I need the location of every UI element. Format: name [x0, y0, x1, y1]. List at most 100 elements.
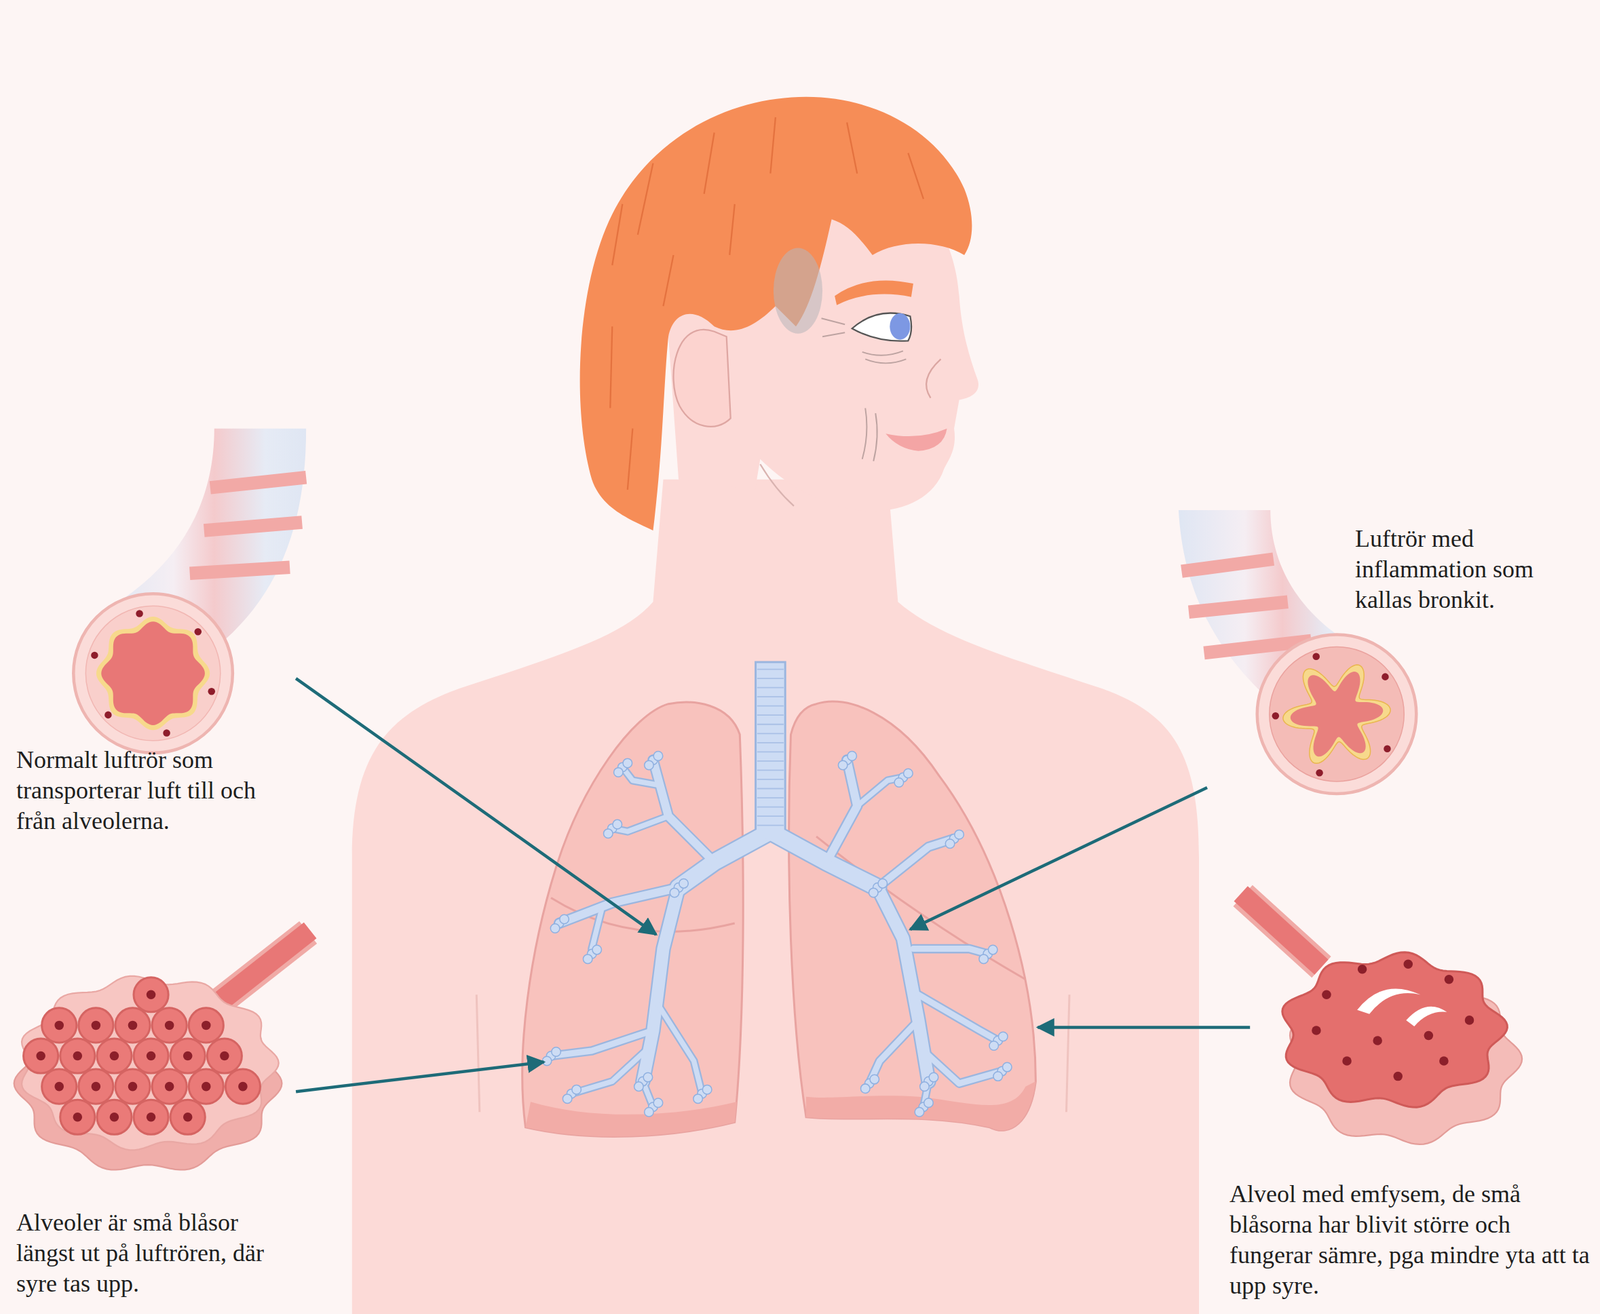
- cell-nucleus: [1444, 975, 1455, 985]
- alveolus-cell: [42, 1069, 77, 1104]
- cell-nucleus: [109, 1112, 120, 1123]
- alveolar-sac: [920, 1082, 930, 1092]
- highlight-crescent: [1405, 1006, 1447, 1027]
- emphysema-alveolus: [1241, 893, 1522, 1145]
- vessel-dot: [1383, 745, 1392, 753]
- alveolus-cell: [188, 1069, 224, 1104]
- mucosa-lining: [1283, 664, 1391, 764]
- iris: [889, 313, 910, 340]
- alveolar-sac: [679, 879, 689, 889]
- cell-nucleus: [73, 1112, 83, 1123]
- alveolar-sac: [693, 1094, 703, 1104]
- wrinkle-line: [862, 408, 868, 460]
- cell-nucleus: [73, 1051, 83, 1062]
- cell-nucleus: [128, 1021, 138, 1031]
- bronchus: [918, 994, 998, 1041]
- callout-text: Alveoler är små blåsor längst ut på luft…: [16, 1207, 302, 1300]
- leader-arrows: [295, 678, 1250, 1092]
- alveolar-sac: [979, 954, 989, 965]
- hair-strand: [770, 117, 776, 174]
- trachea-ring: [757, 825, 784, 827]
- bronchus: [869, 1020, 919, 1084]
- cell-nucleus: [1403, 959, 1414, 969]
- alveolus-cell: [170, 1038, 205, 1074]
- trachea-ring: [757, 778, 784, 781]
- bronchus: [652, 759, 714, 862]
- alveolar-sac: [989, 1041, 999, 1052]
- vessel-dot: [208, 688, 216, 696]
- cell-nucleus: [1311, 1025, 1322, 1036]
- alveolar-sac: [954, 829, 965, 840]
- hair-strand: [612, 204, 623, 266]
- bronchus: [856, 777, 904, 807]
- highlight-crescent: [1357, 988, 1421, 1014]
- alveolus-cell: [151, 1008, 187, 1043]
- alveolar-sac: [903, 768, 914, 779]
- alveolus-cell: [133, 1099, 169, 1135]
- cell-nucleus: [201, 1021, 212, 1031]
- cell-nucleus: [128, 1082, 138, 1092]
- alveolus-cell: [97, 1099, 132, 1135]
- lung-lobe-shade: [525, 1101, 737, 1137]
- hair-strand: [704, 132, 715, 195]
- hair-strand: [637, 163, 654, 235]
- wrinkle-line: [821, 318, 846, 325]
- alveolar-sac: [914, 1107, 925, 1117]
- jaw-line: [759, 464, 794, 507]
- bronchus-outline: [559, 887, 679, 924]
- bronchus-outline: [877, 838, 955, 888]
- alveolar-sac: [644, 760, 655, 771]
- trachea-ring: [757, 677, 784, 680]
- alveolar-sac: [559, 914, 570, 925]
- cartilage-band: [1188, 601, 1288, 613]
- trachea-ring: [757, 724, 784, 726]
- swollen-wall: [1269, 646, 1405, 782]
- bronchus: [877, 838, 955, 888]
- trachea-ring: [757, 770, 784, 772]
- bronchus-outline: [869, 1020, 919, 1084]
- bronchus-outline: [652, 759, 714, 862]
- callout-label-box: Normalt luftrör som transporterar luft t…: [16, 745, 288, 837]
- alveolus-cell: [133, 977, 169, 1013]
- vessel-dot: [1272, 712, 1280, 720]
- alveolar-sac: [945, 839, 955, 849]
- bronchus-outline: [918, 994, 998, 1041]
- trachea-ring: [757, 751, 784, 753]
- alveolus-cell: [170, 1099, 205, 1135]
- alveolar-sac: [847, 751, 857, 762]
- alveolar-sac: [603, 829, 614, 839]
- bronchus-outline: [591, 907, 602, 955]
- alveolar-sac: [643, 1072, 653, 1083]
- alveoli-cluster: [21, 976, 279, 1151]
- alveolar-sac: [869, 1074, 880, 1085]
- bronchus: [923, 1051, 1003, 1084]
- person-figure: [352, 97, 1199, 1314]
- hair-strand: [846, 122, 857, 174]
- alveolar-sac: [669, 888, 680, 898]
- cell-nucleus: [146, 1051, 157, 1062]
- cell-nucleus: [54, 1021, 64, 1031]
- bronchus-outline: [642, 887, 679, 1082]
- airway-lumen: [1290, 671, 1384, 757]
- cell-nucleus: [1464, 1015, 1475, 1026]
- alveolar-sac: [562, 1094, 573, 1104]
- airway-wall: [73, 593, 233, 754]
- bronchial-tree: [542, 661, 1012, 1117]
- bronchiole: [208, 930, 311, 1011]
- airway-wall: [1257, 634, 1417, 794]
- bronchus-outline: [550, 1030, 653, 1057]
- callout-label-box: Luftrör med inflammation som kallas bron…: [1355, 523, 1590, 616]
- bronchus-outline: [658, 1004, 703, 1094]
- lung-fissure: [816, 836, 1026, 980]
- mucosa-lining: [96, 616, 210, 731]
- trachea-ring: [757, 806, 784, 809]
- airway-lumen: [101, 621, 205, 726]
- cell-nucleus: [201, 1082, 212, 1092]
- alveolus-cell: [151, 1069, 187, 1104]
- wrinkle-line: [865, 358, 906, 364]
- hair-strand: [907, 153, 924, 200]
- cell-nucleus: [183, 1051, 193, 1062]
- cell-nucleus: [1439, 1056, 1449, 1066]
- alveolus-cell: [115, 1069, 150, 1104]
